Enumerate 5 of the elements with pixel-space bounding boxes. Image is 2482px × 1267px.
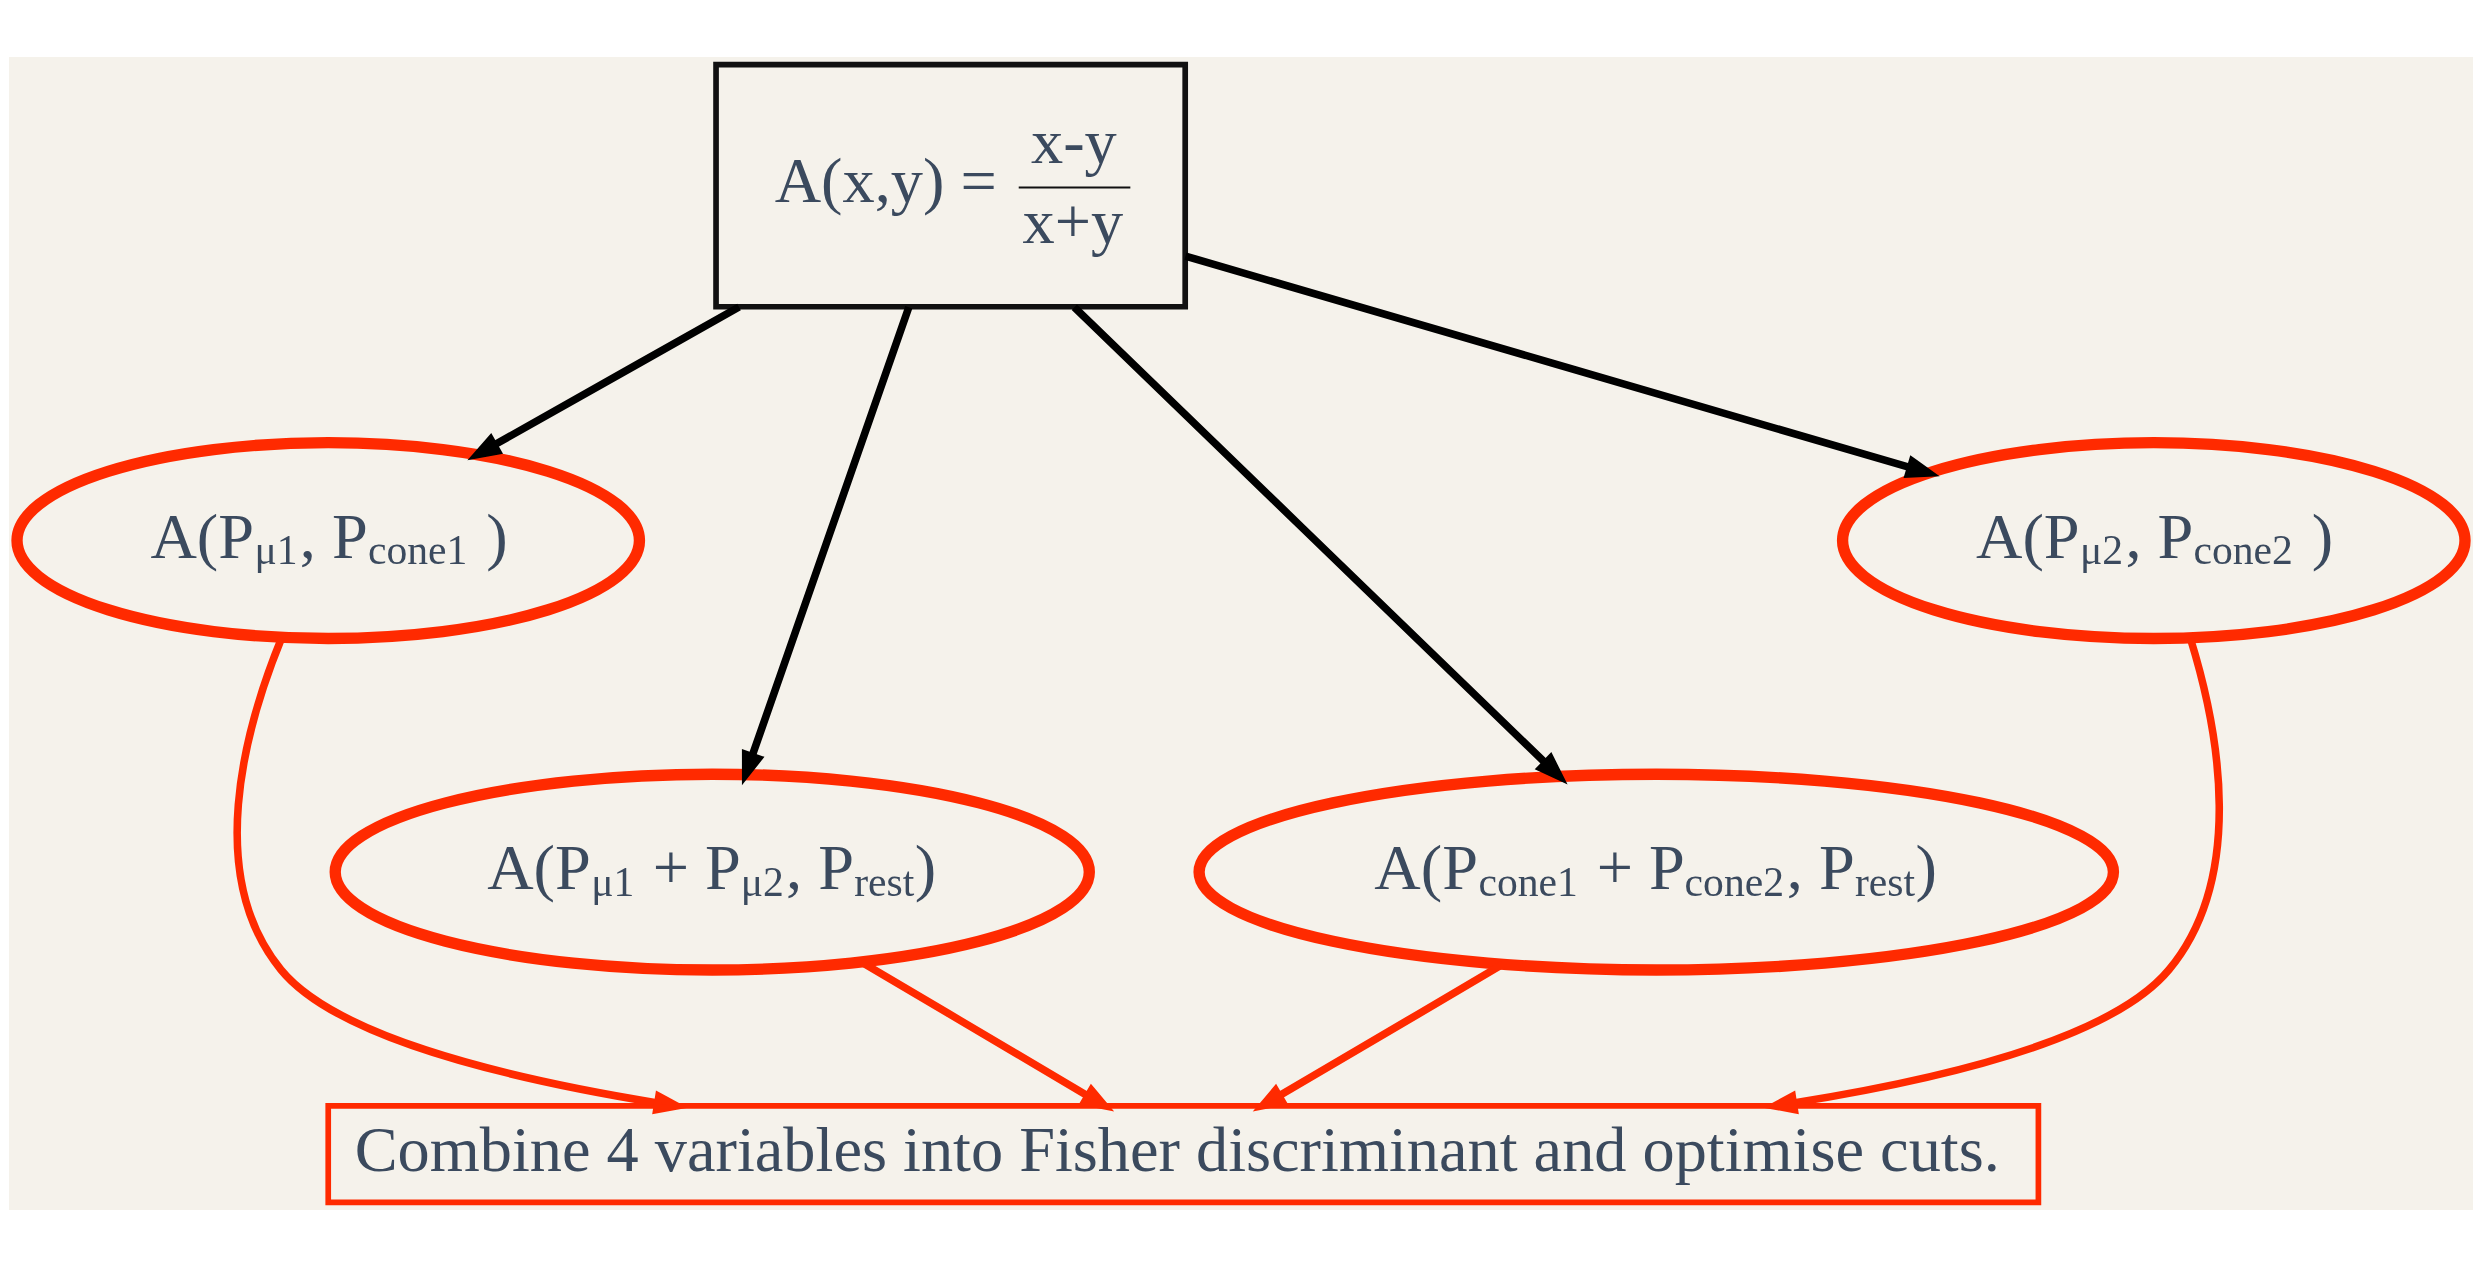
node-box: Combine 4 variables into Fisher discriminant and optimise cuts. [325, 1103, 2042, 1206]
arrow [1184, 252, 1940, 479]
arrow [467, 303, 741, 461]
arrow [741, 306, 913, 786]
arrow [1071, 304, 1568, 785]
